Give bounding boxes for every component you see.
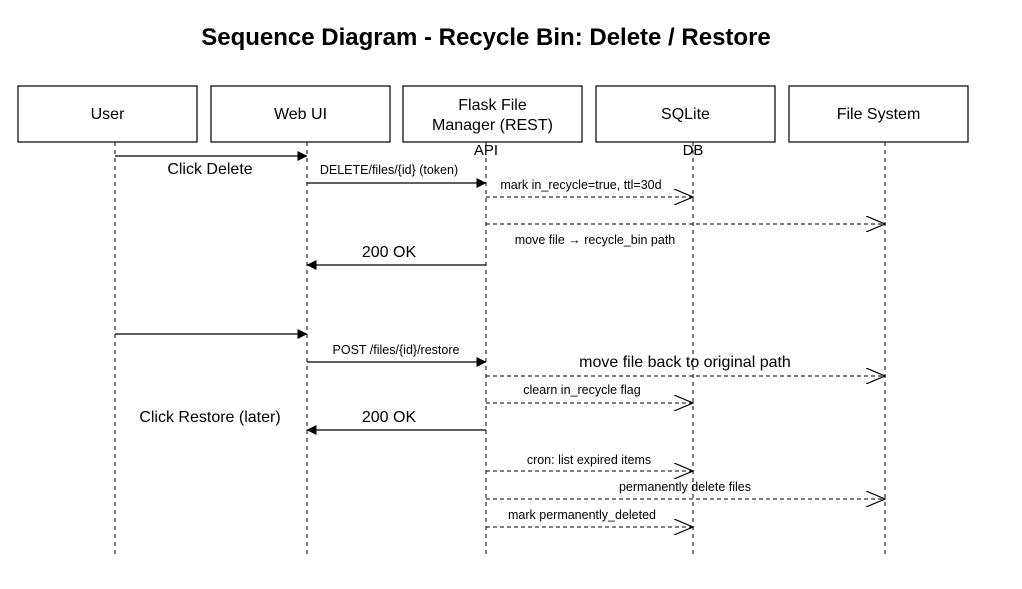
participant-sublabel: API	[474, 142, 498, 159]
messages: DELETE/files/{id} (token) mark in_recycle…	[115, 151, 885, 527]
message-label: clearn in_recycle flag	[523, 383, 640, 397]
message-2: DELETE/files/{id} (token)	[307, 163, 487, 188]
message-8: move file back to original path	[486, 354, 885, 376]
message-label: cron: list expired items	[527, 453, 651, 467]
message-label: move file → recycle_bin path	[515, 233, 676, 247]
participant-box	[595, 85, 776, 143]
message-11: cron: list expired items	[486, 453, 693, 471]
lifelines	[114, 142, 886, 556]
participant-box	[210, 85, 391, 143]
participant-fs: File System	[788, 85, 969, 143]
participant-user: User	[17, 85, 198, 143]
message-label: permanently delete files	[619, 480, 751, 494]
message-9: clearn in_recycle flag	[486, 383, 693, 403]
message-7: POST /files/{id}/restore	[307, 343, 487, 367]
message-5: 200 OK	[306, 244, 486, 270]
participant-box	[788, 85, 969, 143]
participant-label: Flask File	[458, 97, 527, 114]
participant-label: Web UI	[274, 106, 327, 123]
message-13: mark permanently_deleted	[486, 508, 693, 527]
message-4: move file → recycle_bin path	[486, 224, 885, 247]
message-3: mark in_recycle=true, ttl=30d	[486, 178, 693, 197]
note-label: Click Restore (later)	[139, 409, 280, 426]
participant-label: Manager (REST)	[432, 117, 553, 134]
participant-sublabel: DB	[683, 142, 704, 159]
participant-label: SQLite	[661, 106, 710, 123]
diagram-title: Sequence Diagram - Recycle Bin: Delete /…	[201, 24, 771, 51]
message-label: 200 OK	[362, 409, 417, 426]
message-label: mark permanently_deleted	[508, 508, 656, 522]
message-10: 200 OK	[306, 409, 486, 435]
note-label: Click Delete	[167, 161, 252, 178]
message-label: POST /files/{id}/restore	[333, 343, 460, 357]
message-label: mark in_recycle=true, ttl=30d	[500, 178, 661, 192]
participant-label: User	[91, 106, 125, 123]
message-12: permanently delete files	[486, 480, 885, 499]
participant-box	[17, 85, 198, 143]
message-label: 200 OK	[362, 244, 417, 261]
participant-webui: Web UI	[210, 85, 391, 143]
participant-box	[402, 85, 583, 143]
message-label: DELETE/files/{id} (token)	[320, 163, 458, 177]
participant-label: File System	[837, 106, 921, 123]
message-label: move file back to original path	[579, 354, 791, 371]
